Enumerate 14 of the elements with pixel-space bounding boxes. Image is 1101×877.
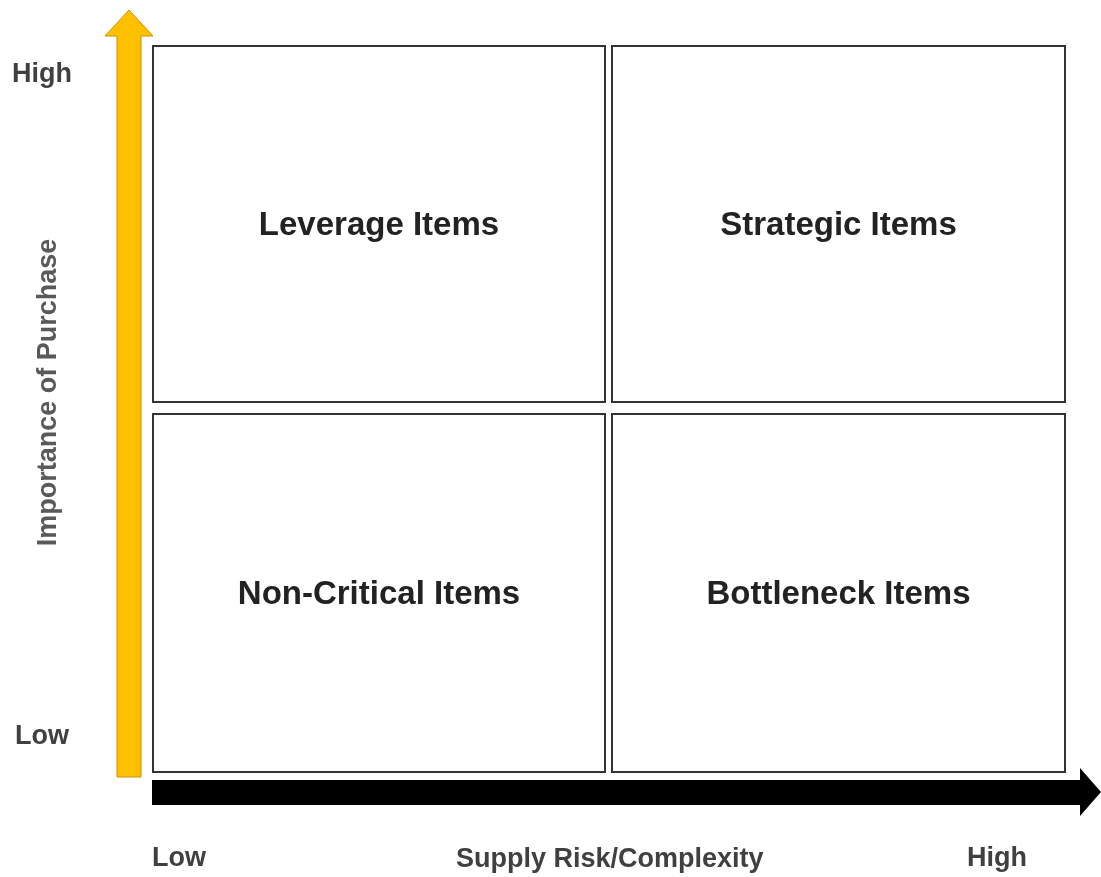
axis-title: Importance of Purchase [32,238,64,546]
quadrant-title: Bottleneck Items [706,574,971,612]
axis-tick-label: High [12,58,72,89]
quadrant-box [611,45,1066,403]
quadrant-box [152,45,606,403]
axis-tick-label: Low [15,720,69,751]
axis-tick-label: Low [152,842,206,873]
axis-tick-label: High [967,842,1027,873]
quadrant-title: Strategic Items [720,205,957,243]
quadrant-box [152,413,606,773]
axis-title: Supply Risk/Complexity [456,842,764,874]
quadrant-box [611,413,1066,773]
quadrant-title: Leverage Items [258,205,500,243]
quadrant-title: Non-Critical Items [237,574,521,612]
